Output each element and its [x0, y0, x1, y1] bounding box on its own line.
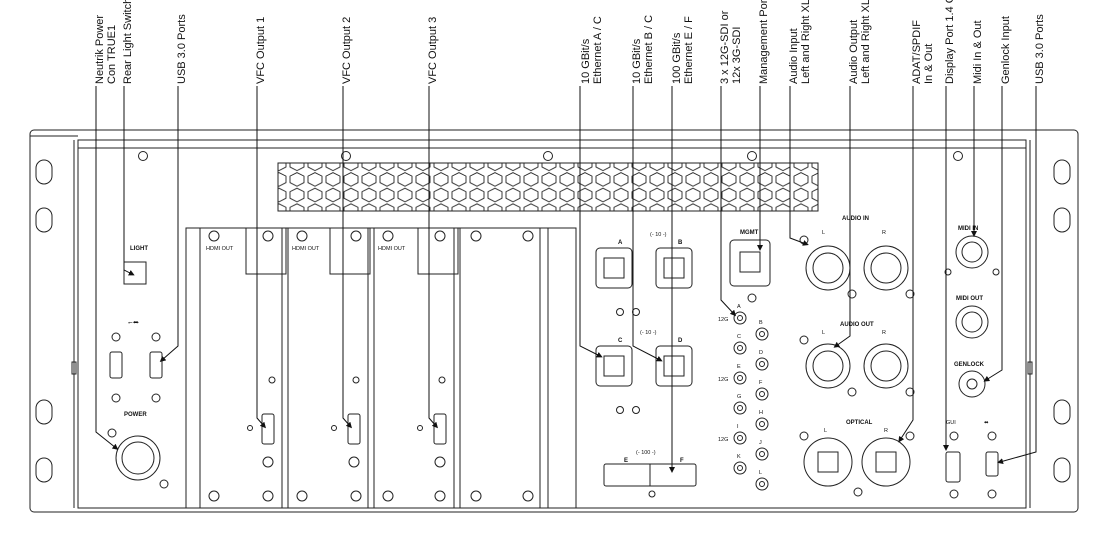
svg-text:R: R: [882, 330, 886, 336]
hdmi-port-3: [433, 413, 447, 445]
optical-port-left: [803, 437, 853, 487]
svg-text:D: D: [678, 338, 683, 344]
svg-text:I: I: [737, 424, 739, 430]
svg-text:A: A: [737, 304, 741, 310]
svg-text:C: C: [737, 334, 741, 340]
ethernet-port-b: [655, 247, 693, 289]
midi-in-label: MIDI IN: [958, 226, 978, 232]
hundred-g-label: (- 100 -): [636, 450, 656, 456]
ethernet-port-a: [595, 247, 633, 289]
svg-text:C: C: [618, 338, 623, 344]
sdi-12g-label-1: 12G: [718, 317, 728, 323]
svg-text:A: A: [618, 240, 623, 246]
card-cage: [185, 227, 577, 509]
svg-text:L: L: [822, 230, 825, 236]
svg-text:L: L: [824, 428, 827, 434]
xlr-audio-out-left: [805, 343, 851, 389]
ten-g-label-mid: (- 10 -): [640, 330, 657, 336]
svg-text:R: R: [884, 428, 888, 434]
midi-in-port: [955, 235, 989, 269]
midi-out-label: MIDI OUT: [956, 296, 983, 302]
midi-out-port: [955, 305, 989, 339]
rack-chassis: [29, 129, 1079, 513]
ethernet-port-c: [595, 345, 633, 387]
ten-g-label-top: (- 10 -): [650, 232, 667, 238]
mgmt-label: MGMT: [740, 230, 759, 236]
optical-label: OPTICAL: [846, 420, 873, 426]
usb-icon-right: ⬌: [984, 420, 989, 426]
genlock-label: GENLOCK: [954, 362, 985, 368]
power-label: POWER: [124, 412, 147, 418]
rack-ear-hole: [35, 159, 53, 185]
svg-text:H: H: [759, 410, 763, 416]
hdmi-out-label-1: HDMI OUT: [206, 246, 234, 252]
mgmt-port: [729, 239, 771, 287]
hdmi-out-label-2: HDMI OUT: [292, 246, 320, 252]
svg-text:J: J: [759, 440, 762, 446]
svg-text:F: F: [759, 380, 763, 386]
sdi-12g-label-2: 12G: [718, 377, 728, 383]
power-connector: [115, 435, 161, 481]
vfc-card-handle: [245, 227, 287, 275]
svg-text:R: R: [882, 230, 886, 236]
displayport-gui: [945, 451, 961, 483]
svg-text:L: L: [822, 330, 825, 336]
audio-out-label: AUDIO OUT: [840, 322, 874, 328]
usb-port-left-2: [149, 351, 163, 379]
svg-text:E: E: [737, 364, 741, 370]
svg-text:E: E: [624, 458, 628, 464]
audio-in-label: AUDIO IN: [842, 216, 869, 222]
optical-port-right: [861, 437, 911, 487]
svg-text:G: G: [737, 394, 741, 400]
svg-text:B: B: [759, 320, 763, 326]
xlr-audio-in-right: [863, 245, 909, 291]
leader-rear-light: [123, 86, 135, 276]
ventilation-grille: [277, 162, 819, 212]
svg-text:B: B: [678, 240, 683, 246]
usb-icon: ⭠⬌: [128, 320, 139, 326]
svg-text:D: D: [759, 350, 763, 356]
light-switch: [123, 261, 147, 285]
gui-label: GUI: [946, 420, 956, 426]
usb-port-left-1: [109, 351, 123, 379]
leader-usb-left: [159, 86, 179, 362]
svg-text:L: L: [759, 470, 762, 476]
usb-port-right: [985, 451, 999, 477]
hdmi-out-label-3: HDMI OUT: [378, 246, 406, 252]
sdi-12g-label-3: 12G: [718, 437, 728, 443]
light-label: LIGHT: [130, 246, 148, 252]
hdmi-port-2: [347, 413, 361, 445]
svg-text:K: K: [737, 454, 741, 460]
sdi-bnc-column: [733, 311, 769, 491]
genlock-bnc: [958, 370, 986, 398]
xlr-audio-out-right: [863, 343, 909, 389]
ethernet-port-d: [655, 345, 693, 387]
svg-text:F: F: [680, 458, 684, 464]
leader-neutrik-power: [95, 86, 119, 450]
screw: [138, 151, 963, 161]
hdmi-port-1: [261, 413, 275, 445]
